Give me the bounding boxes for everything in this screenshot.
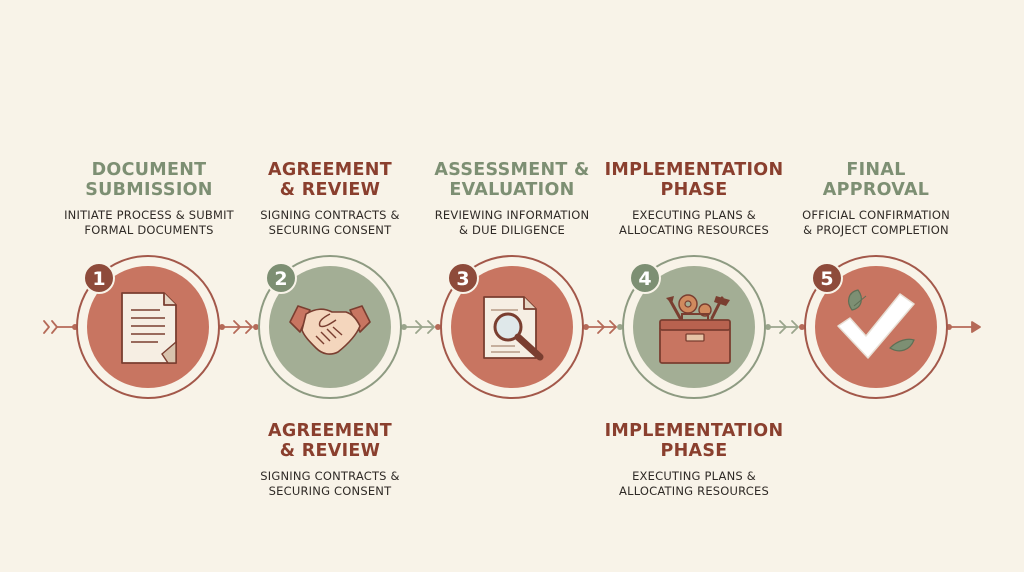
step-3-node: 3 <box>440 255 584 399</box>
step-3-number-badge: 3 <box>447 262 479 294</box>
step-1-number: 1 <box>92 268 105 290</box>
step-3-title: ASSESSMENT &EVALUATION <box>434 160 590 200</box>
step-2-node: 2 <box>258 255 402 399</box>
step-5-number-badge: 5 <box>811 262 843 294</box>
connector-4-5 <box>765 320 805 334</box>
connector-1-2 <box>219 320 259 334</box>
step-1-number-badge: 1 <box>83 262 115 294</box>
step-5-node: 5 <box>804 255 948 399</box>
step-4-number: 4 <box>638 268 651 290</box>
step-1-node: 1 <box>76 255 220 399</box>
step-2-title: AGREEMENT& REVIEW <box>268 160 392 200</box>
lower-step-2-title: AGREEMENT& REVIEW <box>268 421 392 461</box>
connector-2-3 <box>401 320 441 334</box>
step-4-description: EXECUTING PLANS &ALLOCATING RESOURCES <box>619 208 769 237</box>
end-arrow <box>946 321 981 333</box>
magnifier-document-icon <box>483 296 544 361</box>
step-2-description: SIGNING CONTRACTS &SECURING CONSENT <box>260 208 400 237</box>
lower-step-4-description: EXECUTING PLANS &ALLOCATING RESOURCES <box>619 469 769 498</box>
step-5-description: OFFICIAL CONFIRMATION& PROJECT COMPLETIO… <box>802 208 950 237</box>
step-4-node: 4 <box>622 255 766 399</box>
lower-step-2-description: SIGNING CONTRACTS &SECURING CONSENT <box>260 469 400 498</box>
toolbox-icon <box>659 294 731 364</box>
connector-3-4 <box>583 320 623 334</box>
checkmark-leaves-icon <box>837 289 915 359</box>
step-3-number: 3 <box>456 268 469 290</box>
handshake-icon <box>289 305 371 355</box>
step-3-description: REVIEWING INFORMATION& DUE DILIGENCE <box>434 208 590 237</box>
step-5-number: 5 <box>820 268 833 290</box>
step-2-number-badge: 2 <box>265 262 297 294</box>
document-icon <box>121 292 177 364</box>
step-2-number: 2 <box>274 268 287 290</box>
start-chevrons <box>43 320 58 334</box>
step-4-number-badge: 4 <box>629 262 661 294</box>
